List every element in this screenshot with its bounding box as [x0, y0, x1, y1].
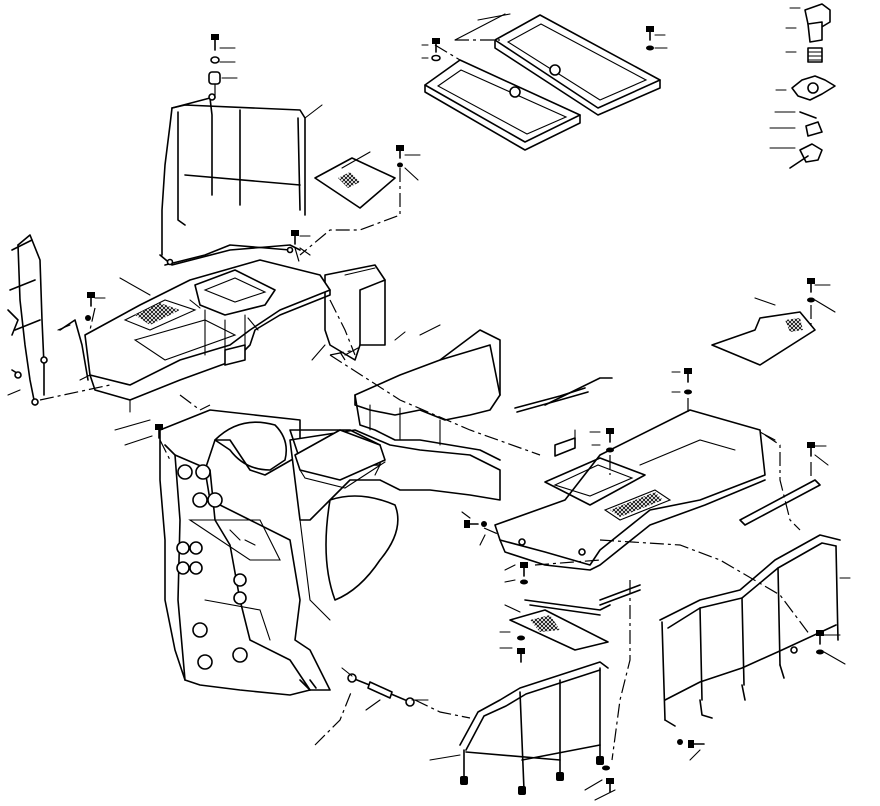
bolts — [87, 26, 824, 793]
bolt — [517, 648, 525, 663]
right-platform — [494, 409, 766, 571]
leader-lines — [7, 7, 851, 801]
left-platform — [79, 259, 331, 413]
left-handrail — [7, 234, 111, 406]
bolt — [688, 740, 705, 748]
bolt — [807, 278, 815, 293]
bolt — [816, 630, 824, 645]
bolt — [684, 368, 692, 383]
brackets — [59, 319, 821, 616]
bolt — [211, 34, 219, 51]
center-lines — [89, 39, 812, 761]
main-frame — [159, 264, 613, 696]
bolt — [606, 428, 614, 443]
upper-handrail — [159, 93, 306, 266]
bolt — [396, 145, 404, 159]
step-plates — [294, 429, 609, 651]
cover-plates — [424, 14, 661, 151]
bolt — [606, 778, 614, 793]
bolt — [464, 520, 479, 528]
bolt — [807, 442, 815, 457]
mesh-plate — [314, 157, 396, 209]
bolt — [520, 562, 528, 577]
bolt — [291, 230, 299, 245]
right-handrail — [659, 534, 841, 727]
lower-handrail — [459, 661, 609, 795]
washers — [85, 45, 824, 771]
pivot-holes — [176, 464, 248, 670]
hinge-rod — [347, 673, 415, 707]
bolt — [87, 292, 95, 307]
right-cover-plate — [711, 311, 816, 366]
latch-assembly — [789, 3, 836, 169]
bolt — [646, 26, 654, 41]
bolt — [155, 424, 163, 439]
